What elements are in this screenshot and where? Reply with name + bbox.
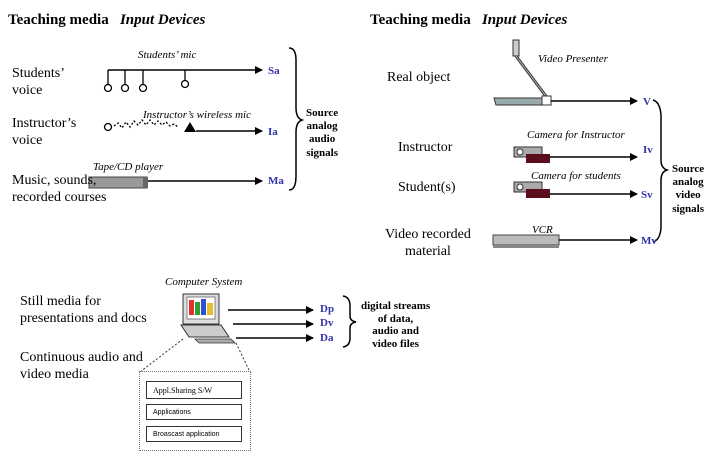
vcr-icon (492, 234, 560, 248)
digital-group-label: digital streams of data, audio and video… (361, 300, 431, 350)
instructor-camera-icon (513, 146, 550, 163)
stack-connector-left (139, 338, 184, 373)
video-brace (652, 99, 670, 243)
stack-connector-right (235, 342, 251, 373)
right-header-input-devices: Input Devices (481, 12, 568, 28)
left-header: Teaching media Input Devices (8, 13, 205, 28)
appl-sharing-box: Appl.Sharing S/W (146, 381, 242, 399)
vcr-label: VCR (532, 224, 553, 236)
music-label: Music, sounds, recorded courses (12, 173, 107, 205)
wireless-mic-icon (103, 118, 196, 132)
video-recorded-label: Video recorded material (385, 227, 471, 259)
real-object-label: Real object (387, 70, 451, 85)
signal-da: Da (320, 332, 334, 344)
signal-mv: Mv (641, 235, 657, 247)
video-presenter-label: Video Presenter (538, 53, 608, 65)
signal-dp: Dp (320, 303, 335, 315)
left-header-input-devices: Input Devices (119, 12, 206, 28)
students-voice-label: Students’ voice (12, 66, 65, 98)
students-camera-label: Camera for students (531, 170, 621, 182)
wireless-mic-label: Instructor’s wireless mic (143, 109, 251, 121)
students-label: Student(s) (398, 180, 456, 195)
broadcast-box: Broascast application (146, 426, 242, 442)
signal-ia: Ia (268, 126, 278, 138)
students-mic-icon (103, 66, 263, 93)
applications-box: Applications (146, 404, 242, 420)
computer-icon (180, 293, 236, 344)
signal-iv: Iv (643, 144, 653, 156)
video-group-label: Source analog video signals (672, 163, 705, 215)
students-mic-label: Students’ mic (138, 49, 197, 61)
video-presenter-icon (493, 39, 552, 106)
continuous-media-label: Continuous audio and video media (20, 350, 143, 382)
right-header-teaching-media: Teaching media (370, 12, 471, 28)
computer-system-label: Computer System (165, 276, 243, 288)
tape-player-label: Tape/CD player (93, 161, 164, 173)
signal-sa: Sa (268, 65, 280, 77)
students-camera-icon (513, 181, 550, 198)
signal-dv: Dv (320, 317, 334, 329)
tape-player-icon (88, 176, 148, 189)
instructor-label: Instructor (398, 140, 453, 155)
right-header: Teaching media Input Devices (370, 13, 567, 28)
audio-group-label: Source analog audio signals (306, 107, 339, 159)
audio-brace (288, 47, 305, 191)
instructor-camera-label: Camera for Instructor (527, 129, 625, 141)
signal-sv: Sv (641, 189, 653, 201)
signal-ma: Ma (268, 175, 284, 187)
digital-brace (342, 295, 357, 348)
left-header-teaching-media: Teaching media (8, 12, 109, 28)
signal-v: V (643, 96, 651, 108)
instructor-voice-label: Instructor’s voice (12, 116, 77, 148)
still-media-label: Still media for presentations and docs (20, 294, 147, 326)
